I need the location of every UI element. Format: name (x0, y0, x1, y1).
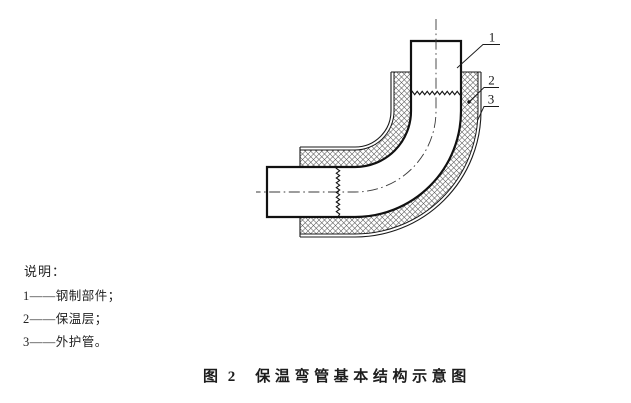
elbow-diagram-svg: 1 2 3 (256, 19, 500, 238)
callout-3: 3 (477, 92, 499, 121)
callout-number-2: 2 (488, 73, 495, 88)
leader-dot-2 (467, 100, 471, 104)
outer-jacket-outline (299, 71, 482, 238)
legend-heading: 说明： (24, 264, 67, 279)
insulation-band-inner (299, 71, 412, 168)
break-line-horizontal-leg (335, 166, 341, 218)
pipe-centerline (256, 19, 437, 193)
legend-item-2: 2——保温层； (23, 312, 108, 326)
steel-pipe-outline (265, 39, 463, 219)
break-line-vertical-leg (410, 90, 462, 96)
figure-caption-label: 图 2 (203, 369, 239, 385)
leader-line-1 (456, 44, 500, 69)
leader-line-2 (468, 87, 499, 103)
leader-line-3 (477, 106, 499, 121)
callout-number-1: 1 (489, 30, 496, 45)
callout-2: 2 (467, 73, 499, 104)
figure-caption: 图 2 保温弯管基本结构示意图 (203, 365, 471, 386)
callout-1: 1 (456, 30, 500, 69)
legend-item-1: 1——钢制部件； (23, 289, 121, 303)
callout-number-3: 3 (488, 92, 495, 107)
figure-caption-title: 保温弯管基本结构示意图 (255, 369, 471, 385)
legend-item-3: 3——外护管。 (23, 335, 108, 349)
figure-drawing: 1 2 3 (256, 19, 500, 238)
